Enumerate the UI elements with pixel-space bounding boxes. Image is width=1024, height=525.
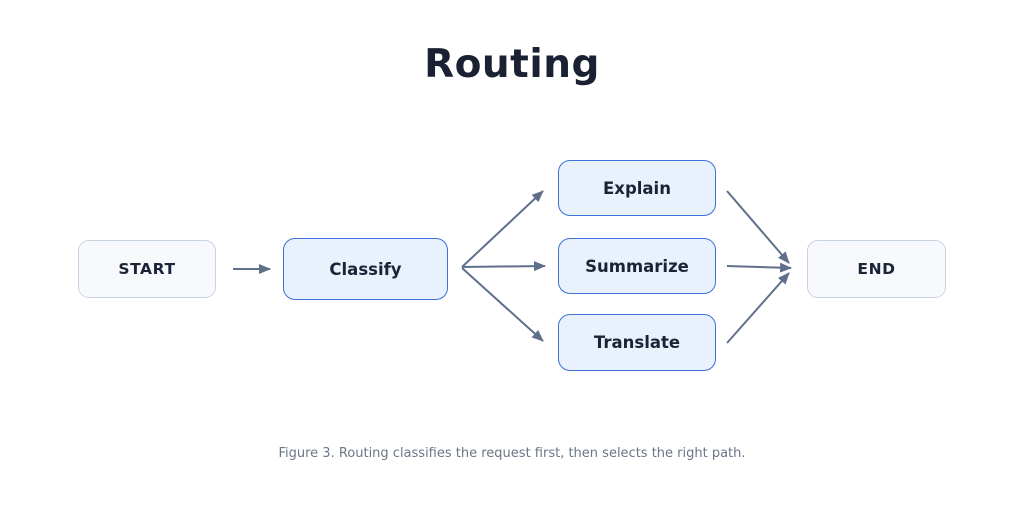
edge-classify-summarize	[461, 261, 546, 272]
edge-summarize-end	[726, 262, 792, 273]
edge-classify-explain	[461, 190, 544, 268]
node-classify-label: Classify	[329, 259, 402, 279]
node-translate: Translate	[558, 314, 716, 371]
node-end-label: END	[857, 260, 896, 278]
node-end: END	[807, 240, 946, 298]
node-start-label: START	[118, 260, 176, 278]
node-translate-label: Translate	[593, 333, 681, 352]
node-explain-label: Explain	[603, 178, 671, 198]
node-summarize-label: Summarize	[585, 256, 689, 276]
figure-caption: Figure 3. Routing classifies the request…	[278, 446, 746, 461]
node-explain: Explain	[558, 160, 716, 216]
edge-translate-end	[726, 272, 790, 344]
diagram-title: Routing	[424, 42, 600, 87]
node-classify: Classify	[283, 238, 448, 300]
node-start: START	[78, 240, 216, 298]
edge-explain-end	[726, 190, 790, 264]
node-summarize: Summarize	[558, 238, 716, 294]
edge-classify-translate	[461, 267, 544, 342]
